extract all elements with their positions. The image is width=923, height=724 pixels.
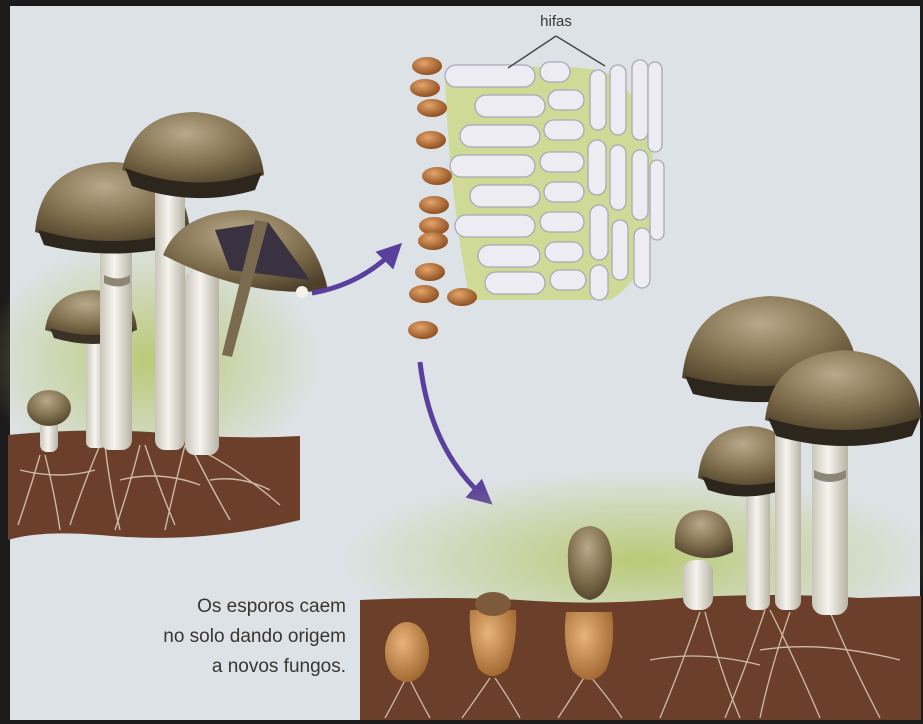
caption-line-3: a novos fungos. [212,656,346,677]
caption-line-2: no solo dando origem [163,626,346,647]
caption-line-1: Os esporos caem [197,596,346,617]
hyphae-label: hifas [540,13,572,30]
